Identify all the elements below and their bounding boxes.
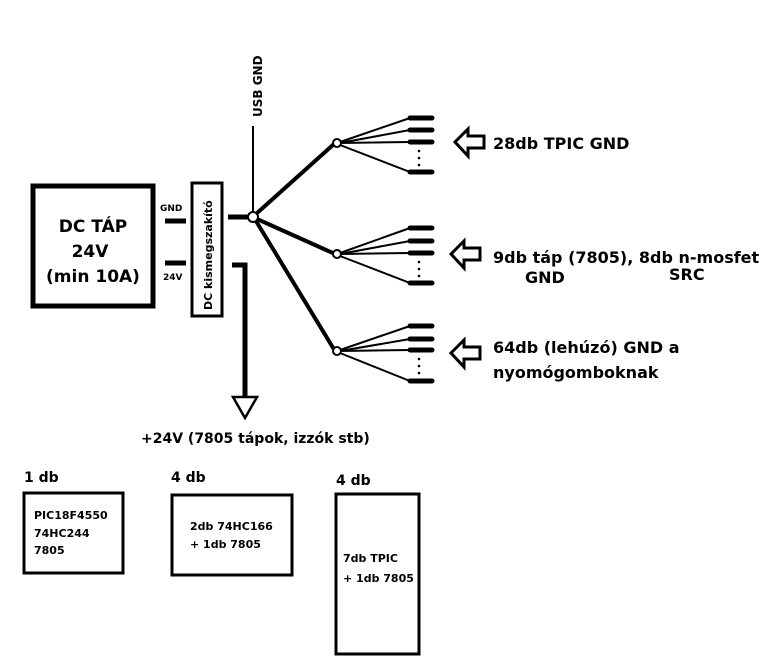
power-supply-box (30, 183, 156, 309)
board-1-line: 7805 (34, 544, 65, 557)
board-1-line: 74HC244 (34, 527, 90, 540)
board-1-box (22, 491, 125, 575)
board-1-line: PIC18F4550 (34, 509, 108, 522)
v24-terminal-label: 24V (163, 273, 183, 283)
branch-2-label: 9db táp (7805), 8db n-mosfet (493, 248, 760, 267)
v24-out-wire (232, 262, 248, 396)
arrow-down-icon (230, 395, 260, 421)
usb-gnd-label: USB GND (251, 55, 265, 117)
supply-out-label: +24V (7805 tápok, izzók stb) (141, 431, 370, 447)
arrow-left-icon (452, 125, 486, 160)
trunk-1 (254, 142, 336, 216)
branch-3-label-line2: nyomógomboknak (493, 363, 659, 382)
branch-2-sub-src: SRC (669, 265, 705, 284)
trunk-3 (254, 219, 337, 353)
breaker-label: DC kismegszakító (202, 200, 215, 310)
board-3-box (334, 492, 421, 656)
arrow-left-icon (448, 336, 482, 371)
board-2-line: + 1db 7805 (190, 538, 261, 551)
board-3-line: 7db TPIC (343, 552, 398, 565)
board-2-count: 4 db (171, 470, 206, 486)
board-1-count: 1 db (24, 470, 59, 486)
arrow-left-icon (448, 237, 482, 272)
branch-fan-3 (332, 323, 435, 384)
trunk-2 (256, 217, 336, 256)
power-supply-title: DC TÁP (59, 215, 127, 237)
board-2-box (170, 493, 294, 577)
power-supply-voltage: 24V (72, 242, 110, 262)
branch-2-sub-gnd: GND (525, 268, 565, 287)
board-3-count: 4 db (336, 473, 371, 489)
branch-fan-2 (332, 225, 435, 286)
hub-node (247, 211, 259, 223)
branch-1-label: 28db TPIC GND (493, 134, 629, 153)
board-3-line: + 1db 7805 (343, 572, 414, 585)
board-2-line: 2db 74HC166 (190, 520, 273, 533)
branch-fan-1 (332, 115, 435, 175)
power-supply-current: (min 10A) (46, 267, 140, 287)
gnd-terminal-label: GND (160, 204, 182, 214)
breaker-box (190, 181, 224, 318)
branch-3-label-line1: 64db (lehúzó) GND a (493, 338, 680, 357)
